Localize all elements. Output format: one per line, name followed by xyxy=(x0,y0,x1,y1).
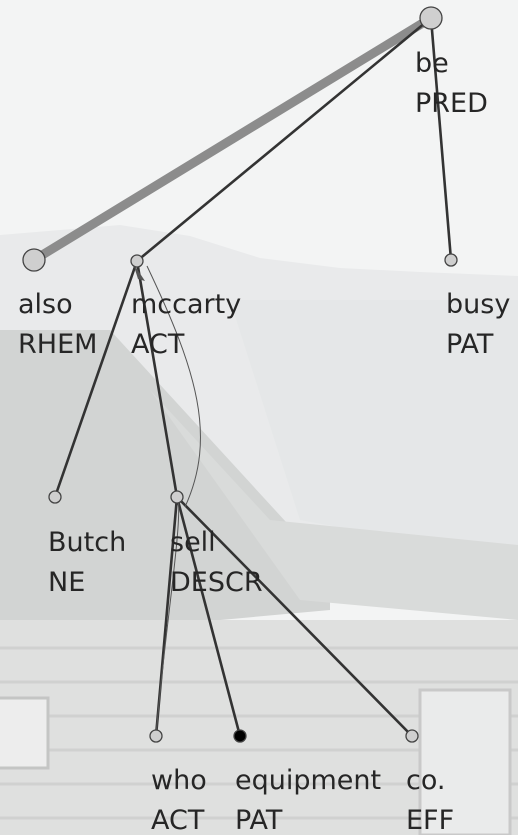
node-lemma-be: be xyxy=(415,48,449,79)
node-functor-also: RHEM xyxy=(18,329,97,360)
edge-mccarty-sell xyxy=(135,259,179,499)
node-lemma-sell: sell xyxy=(170,527,216,558)
node-who[interactable] xyxy=(149,729,163,743)
node-butch[interactable] xyxy=(48,490,62,504)
node-lemma-co: co. xyxy=(406,765,445,796)
node-functor-butch: NE xyxy=(48,567,85,598)
node-lemma-who: who xyxy=(151,765,207,796)
node-mccarty[interactable] xyxy=(130,254,144,268)
house-window-left xyxy=(0,696,50,770)
node-functor-sell: DESCR xyxy=(170,567,263,598)
node-be[interactable] xyxy=(419,6,443,30)
forest-texture xyxy=(230,300,518,560)
node-functor-co: EFF xyxy=(406,805,454,835)
node-busy[interactable] xyxy=(444,253,458,267)
node-equipment[interactable] xyxy=(233,729,247,743)
edge-mccarty-butch xyxy=(53,259,139,499)
node-lemma-also: also xyxy=(18,289,73,320)
node-lemma-butch: Butch xyxy=(48,527,126,558)
edges-layer xyxy=(29,13,453,738)
coref-arrow-sell-mccarty xyxy=(146,265,201,508)
node-lemma-busy: busy xyxy=(446,289,510,320)
edge-sell-co xyxy=(175,495,414,738)
node-functor-be: PRED xyxy=(415,88,488,119)
house-roof-left xyxy=(0,330,330,640)
node-functor-mccarty: ACT xyxy=(131,329,185,360)
node-functor-busy: PAT xyxy=(446,329,494,360)
nodes-layer xyxy=(22,6,458,743)
node-sell[interactable] xyxy=(170,490,184,504)
node-also[interactable] xyxy=(22,248,46,272)
node-co[interactable] xyxy=(405,729,419,743)
edge-be-mccarty xyxy=(135,16,433,263)
node-functor-equipment: PAT xyxy=(235,805,283,835)
house-roof-right xyxy=(150,390,518,620)
node-functor-who: ACT xyxy=(151,805,205,835)
node-lemma-mccarty: mccarty xyxy=(131,289,241,320)
edge-be-busy xyxy=(429,16,453,262)
edge-be-also xyxy=(29,13,436,265)
house-window-right xyxy=(418,688,512,835)
edge-sell-equipment xyxy=(175,495,242,738)
node-lemma-equipment: equipment xyxy=(235,765,381,796)
